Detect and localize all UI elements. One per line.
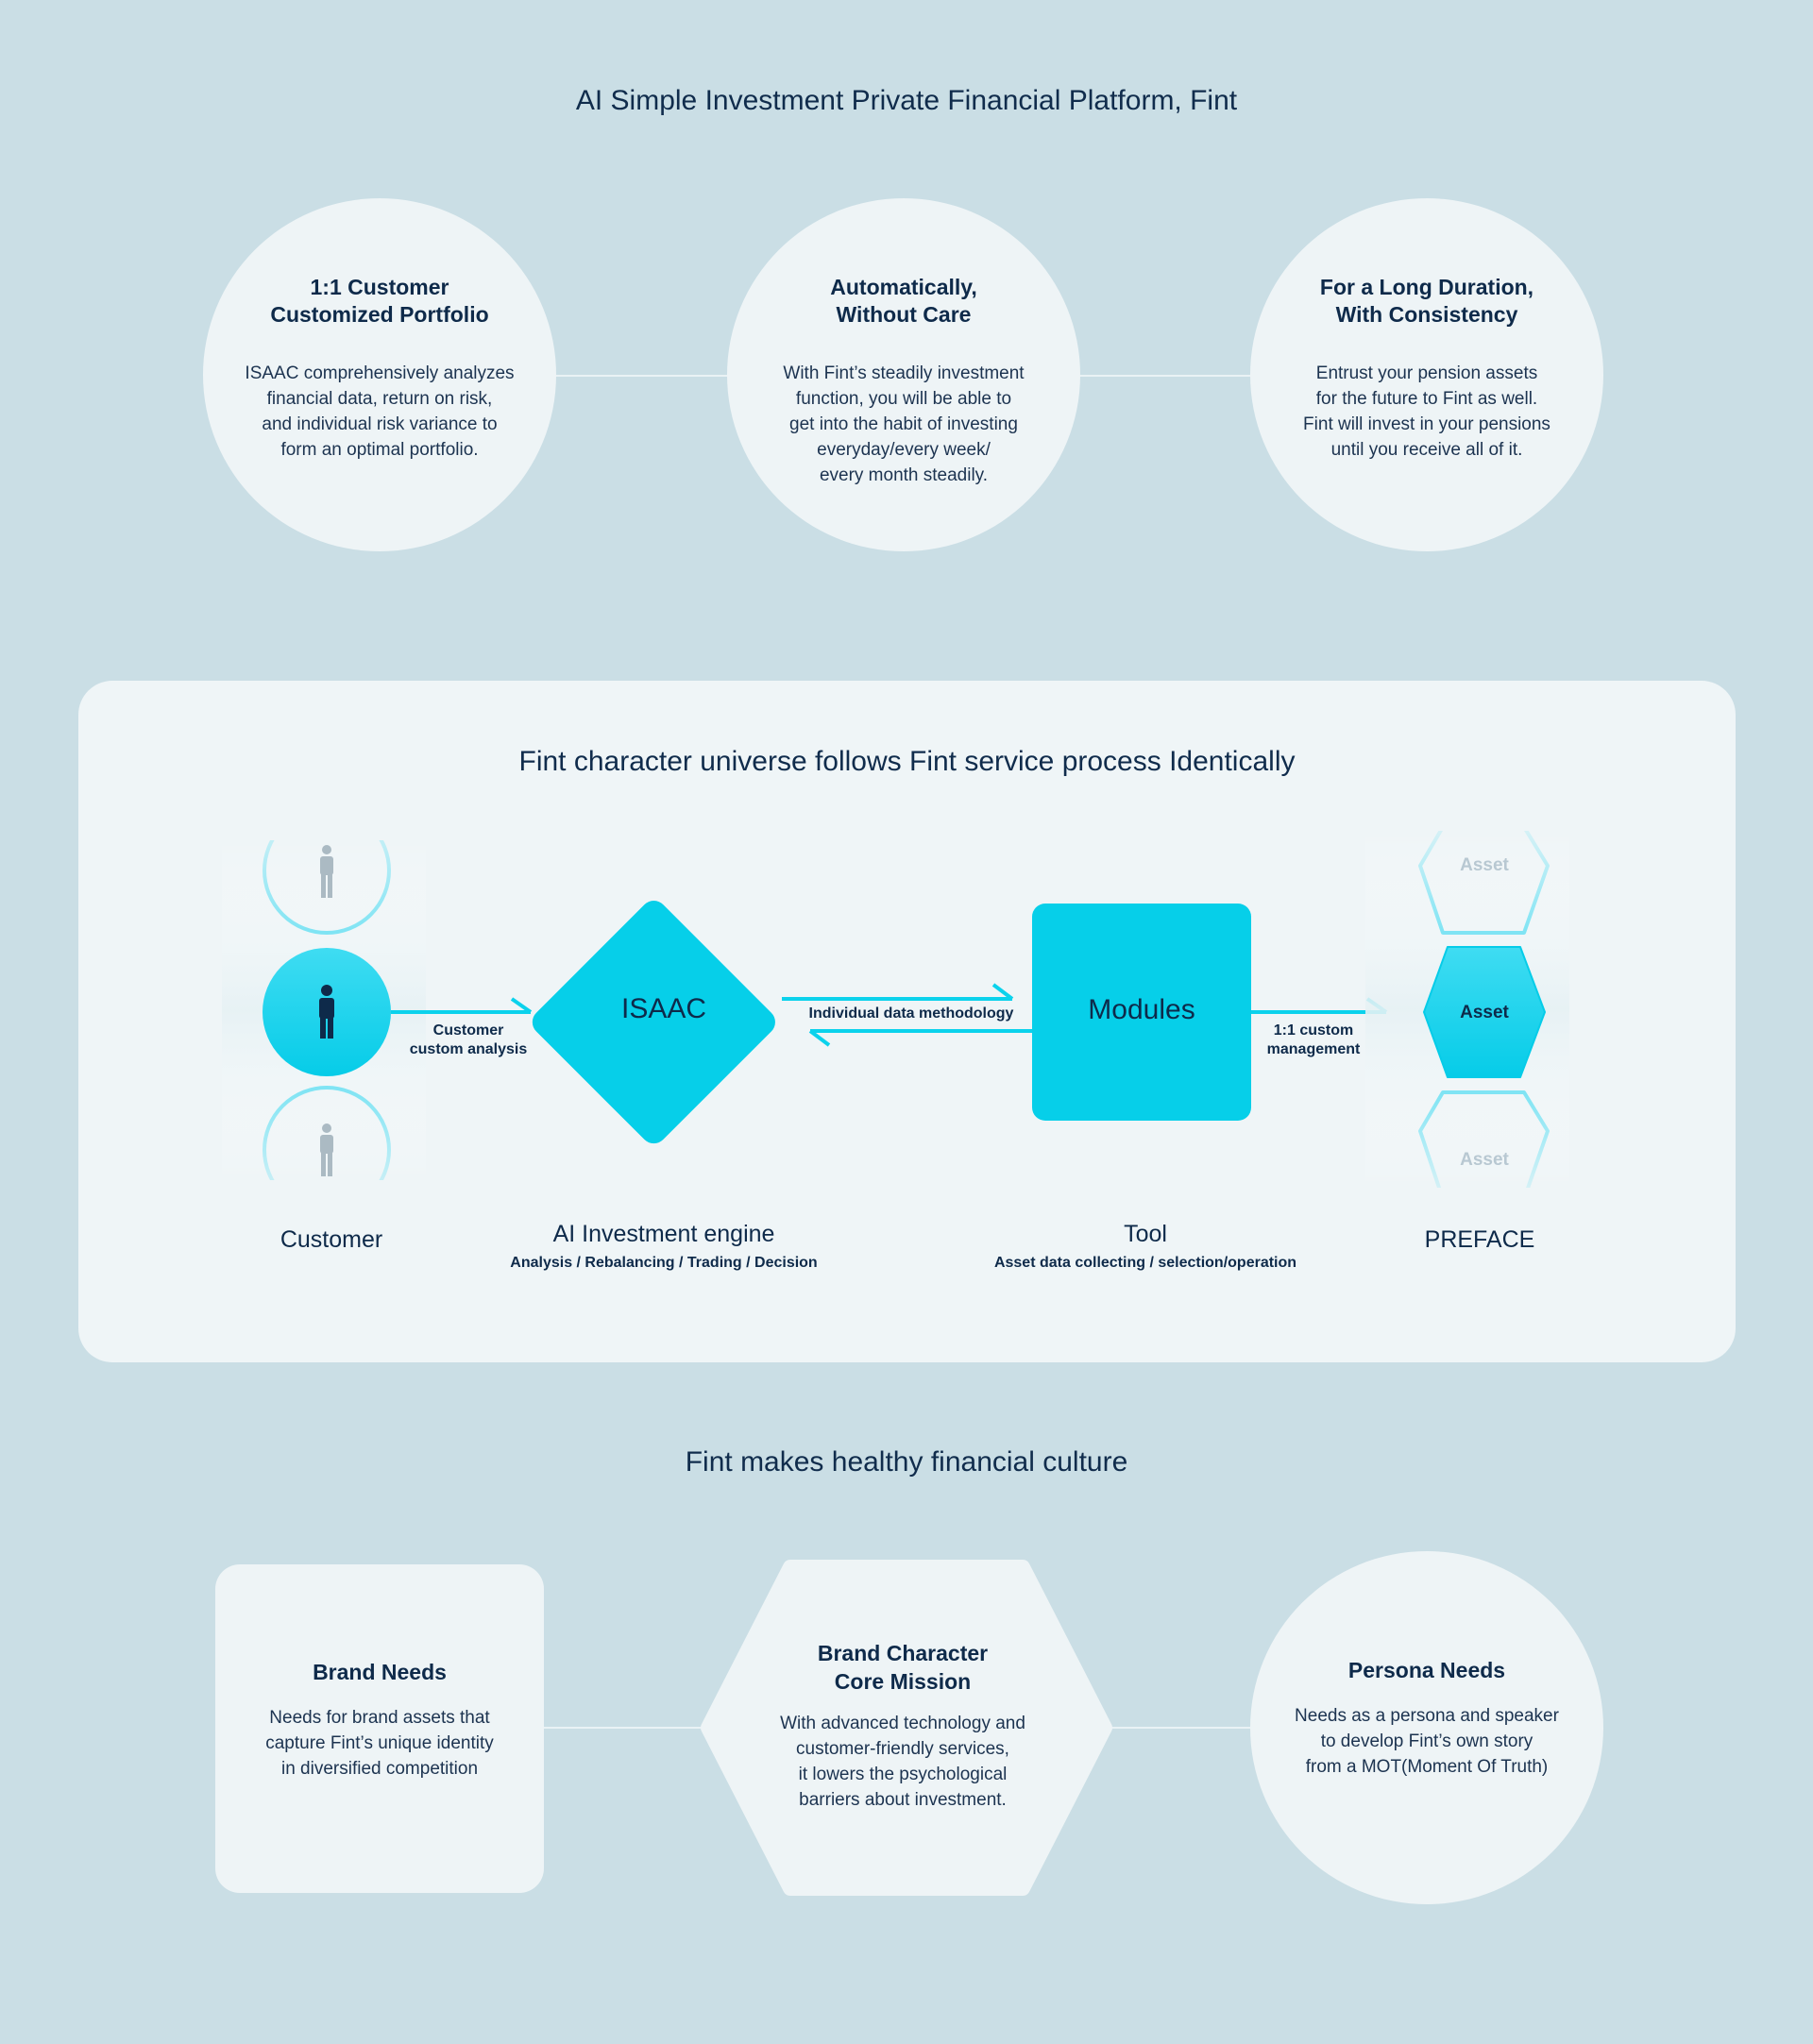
- core-mission-title: Brand Character: [817, 1641, 989, 1665]
- caption-tool: Tool: [1124, 1221, 1167, 1247]
- person-icon: [319, 985, 334, 1039]
- arrow-label-methodology: Individual data methodology: [808, 1005, 1014, 1022]
- feature-title: For a Long Duration,: [1319, 275, 1534, 299]
- core-mission-line: barriers about investment.: [799, 1790, 1007, 1810]
- feature-body-line: until you receive all of it.: [1330, 440, 1523, 460]
- person-icon-faded-bottom: [320, 1123, 333, 1176]
- connector-line: [553, 375, 731, 377]
- brand-needs-line: capture Fint’s unique identity: [265, 1733, 494, 1753]
- isaac-diamond: [532, 901, 775, 1144]
- page-title: AI Simple Investment Private Financial P…: [575, 85, 1238, 116]
- brand-needs-title: Brand Needs: [313, 1660, 447, 1684]
- feature-body-line: and individual risk variance to: [262, 414, 498, 434]
- feature-body-line: get into the habit of investing: [789, 414, 1018, 434]
- feature-circle-customized-portfolio: 1:1 Customer Customized Portfolio ISAAC …: [203, 198, 556, 551]
- caption-engine: AI Investment engine: [552, 1221, 775, 1247]
- feature-title: Customized Portfolio: [270, 302, 489, 327]
- core-mission-hexagon: [701, 1560, 1112, 1896]
- caption-customer: Customer: [280, 1226, 383, 1253]
- feature-title: With Consistency: [1335, 302, 1518, 327]
- brand-needs-card: Brand Needs Needs for brand assets that …: [215, 1564, 544, 1893]
- asset-label: Asset: [1460, 1003, 1509, 1022]
- feature-title: Automatically,: [830, 275, 977, 299]
- feature-title: Without Care: [836, 302, 972, 327]
- culture-title: Fint makes healthy financial culture: [685, 1446, 1128, 1478]
- persona-needs-line: to develop Fint’s own story: [1320, 1731, 1533, 1751]
- feature-body-line: everyday/every week/: [817, 440, 991, 460]
- core-mission-line: it lowers the psychological: [798, 1765, 1008, 1784]
- arrow-label-management: 1:1 custom management: [1251, 1022, 1376, 1059]
- customer-ring-bottom: [263, 1086, 391, 1180]
- isaac-label: ISAAC: [620, 993, 707, 1024]
- core-mission-line: customer-friendly services,: [796, 1739, 1009, 1759]
- asset-hexagon-active: [1423, 946, 1546, 1078]
- customer-ring-top: [263, 840, 391, 935]
- persona-needs-line: Needs as a persona and speaker: [1295, 1706, 1559, 1726]
- connector-line: [1095, 1727, 1256, 1729]
- asset-hexagon-top: [1418, 831, 1550, 935]
- feature-body-line: ISAAC comprehensively analyzes: [245, 363, 515, 383]
- asset-hexagon-bottom: [1418, 1090, 1550, 1188]
- feature-body-line: Fint will invest in your pensions: [1303, 414, 1550, 434]
- arrow-label-customer: Customer custom analysis: [391, 1022, 546, 1059]
- arrow-label-line: management: [1266, 1041, 1361, 1057]
- process-title: Fint character universe follows Fint ser…: [518, 746, 1296, 777]
- persona-needs-title: Persona Needs: [1347, 1658, 1506, 1682]
- caption-preface: PREFACE: [1424, 1226, 1535, 1253]
- caption-tool-sub: Asset data collecting / selection/operat…: [993, 1255, 1297, 1271]
- caption-engine-sub: Analysis / Rebalancing / Trading / Decis…: [510, 1255, 818, 1271]
- modules-label: Modules: [1088, 994, 1195, 1025]
- arrow-label-line: Customer: [432, 1022, 504, 1039]
- core-mission-title: Core Mission: [834, 1669, 972, 1694]
- asset-label-faded: Asset: [1460, 855, 1509, 875]
- core-mission-card: Brand Character Core Mission With advanc…: [714, 1639, 1092, 1813]
- feature-body-line: every month steadily.: [819, 465, 989, 485]
- brand-needs-line: in diversified competition: [280, 1759, 479, 1779]
- brand-needs-line: Needs for brand assets that: [269, 1708, 490, 1728]
- feature-body-line: function, you will be able to: [795, 389, 1012, 409]
- feature-title: 1:1 Customer: [310, 275, 449, 299]
- person-icon-faded-top: [320, 845, 333, 898]
- modules-box: [1032, 904, 1251, 1121]
- connector-line: [544, 1727, 710, 1729]
- feature-circle-automatically: Automatically, Without Care With Fint’s …: [727, 198, 1080, 551]
- core-mission-line: With advanced technology and: [780, 1714, 1025, 1733]
- feature-body-line: for the future to Fint as well.: [1315, 389, 1538, 409]
- feature-body-line: financial data, return on risk,: [266, 389, 493, 409]
- connector-line: [1078, 375, 1254, 377]
- arrow-label-line: 1:1 custom: [1273, 1022, 1354, 1039]
- asset-label-faded: Asset: [1460, 1150, 1509, 1170]
- core-mission-hexagon-shape: [701, 1560, 1112, 1896]
- arrow-label-line: custom analysis: [409, 1041, 528, 1057]
- feature-circle-long-duration: For a Long Duration, With Consistency En…: [1250, 198, 1603, 551]
- feature-body-line: Entrust your pension assets: [1315, 363, 1538, 383]
- persona-needs-line: from a MOT(Moment Of Truth): [1305, 1757, 1549, 1777]
- feature-body-line: With Fint’s steadily investment: [783, 363, 1025, 383]
- feature-body-line: form an optimal portfolio.: [280, 440, 479, 460]
- persona-needs-circle: Persona Needs Needs as a persona and spe…: [1250, 1551, 1603, 1904]
